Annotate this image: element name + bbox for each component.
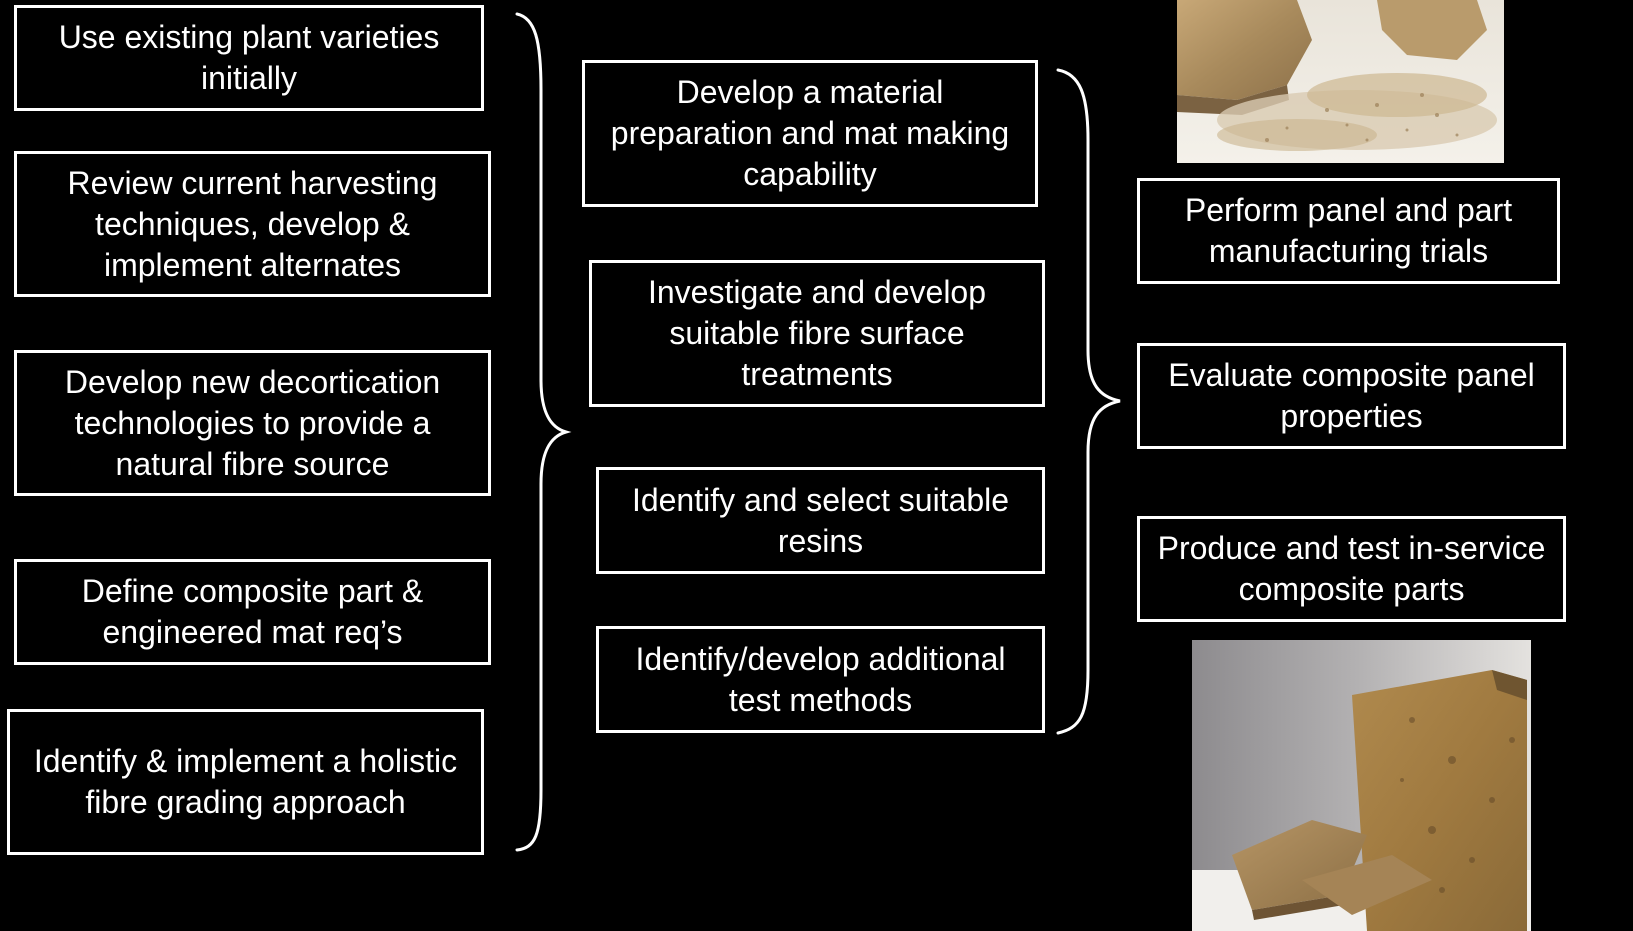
fibre-mat-image [1177, 0, 1504, 163]
left-box-label: Use existing plant varieties initially [58, 19, 440, 96]
left-box-plant-varieties: Use existing plant varieties initially [14, 5, 484, 111]
left-box-fibre-grading: Identify & implement a holistic fibre gr… [7, 709, 484, 855]
left-brace-path [515, 12, 572, 852]
composite-panels-image [1192, 640, 1531, 931]
left-box-label: Define composite part & engineered mat r… [81, 573, 424, 650]
left-box-part-requirements: Define composite part & engineered mat r… [14, 559, 491, 665]
left-box-harvesting: Review current harvesting techniques, de… [14, 151, 491, 297]
middle-box-surface-treatments: Investigate and develop suitable fibre s… [589, 260, 1045, 407]
middle-box-label: Investigate and develop suitable fibre s… [647, 274, 987, 392]
left-box-label: Develop new decortication technologies t… [64, 363, 441, 482]
left-box-label: Review current harvesting techniques, de… [67, 164, 438, 283]
right-box-manufacturing-trials: Perform panel and part manufacturing tri… [1137, 178, 1560, 284]
right-box-label: Perform panel and part manufacturing tri… [1184, 192, 1513, 269]
right-box-label: Produce and test in-service composite pa… [1157, 530, 1546, 607]
left-box-decortication: Develop new decortication technologies t… [14, 350, 491, 496]
middle-box-label: Identify/develop additional test methods [635, 640, 1006, 718]
fibre-mat-photo [1177, 0, 1504, 163]
middle-box-label: Identify and select suitable resins [631, 481, 1010, 559]
middle-box-test-methods: Identify/develop additional test methods [596, 626, 1045, 733]
middle-brace-path [1056, 68, 1121, 735]
right-box-label: Evaluate composite panel properties [1168, 357, 1535, 434]
middle-box-mat-making: Develop a material preparation and mat m… [582, 60, 1038, 207]
composite-panels-photo [1192, 640, 1531, 931]
right-box-panel-properties: Evaluate composite panel properties [1137, 343, 1566, 449]
middle-box-resins: Identify and select suitable resins [596, 467, 1045, 574]
left-box-label: Identify & implement a holistic fibre gr… [33, 743, 458, 820]
middle-box-label: Develop a material preparation and mat m… [610, 74, 1010, 192]
right-box-in-service-parts: Produce and test in-service composite pa… [1137, 516, 1566, 622]
